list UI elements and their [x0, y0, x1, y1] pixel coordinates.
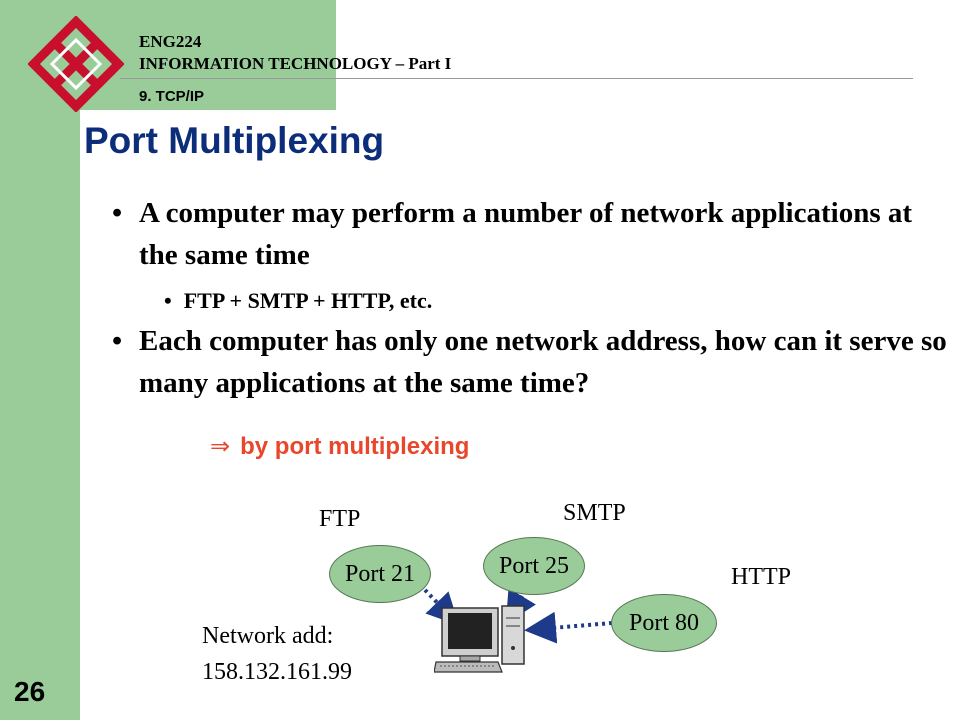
- header-band: [80, 0, 336, 110]
- smtp-label: SMTP: [563, 500, 626, 526]
- network-address-value: 158.132.161.99: [202, 659, 352, 685]
- header-divider: [120, 78, 913, 79]
- bullet-text: Each computer has only one network addre…: [139, 325, 947, 399]
- bullet-text: A computer may perform a number of netwo…: [139, 197, 913, 271]
- port-80-node: Port 80: [611, 594, 717, 652]
- bullet-marker: •: [112, 197, 123, 229]
- implies-icon: ⇒: [210, 432, 231, 460]
- university-logo: [28, 16, 124, 112]
- http-label: HTTP: [731, 564, 791, 590]
- sub-bullet: • FTP + SMTP + HTTP, etc.: [164, 286, 432, 316]
- bullet-text: FTP + SMTP + HTTP, etc.: [183, 288, 433, 313]
- desktop-computer-icon: [434, 605, 525, 673]
- page-number: 26: [14, 676, 46, 707]
- bullet-2: • Each computer has only one network add…: [112, 320, 952, 404]
- course-name: INFORMATION TECHNOLOGY – Part I: [139, 54, 452, 73]
- conclusion-line: ⇒ by port multiplexing: [210, 432, 469, 461]
- course-heading: ENG224 INFORMATION TECHNOLOGY – Part I: [139, 31, 451, 75]
- bullet-1: • A computer may perform a number of net…: [112, 192, 952, 276]
- bullet-marker: •: [164, 288, 172, 313]
- port-21-node: Port 21: [329, 545, 431, 603]
- ftp-label: FTP: [319, 506, 361, 532]
- port-25-node: Port 25: [483, 537, 585, 595]
- network-address-label: Network add: 158.132.161.99: [202, 618, 352, 690]
- conclusion-text: by port multiplexing: [240, 433, 470, 460]
- section-label: 9. TCP/IP: [139, 88, 205, 105]
- course-code: ENG224: [139, 32, 202, 51]
- bullet-marker: •: [112, 325, 123, 357]
- network-add-caption: Network add:: [202, 623, 334, 649]
- port80-arrow: [524, 611, 613, 644]
- sidebar-band: [0, 0, 80, 720]
- slide-title: Port Multiplexing: [84, 120, 385, 161]
- port21-arrow: [423, 588, 460, 626]
